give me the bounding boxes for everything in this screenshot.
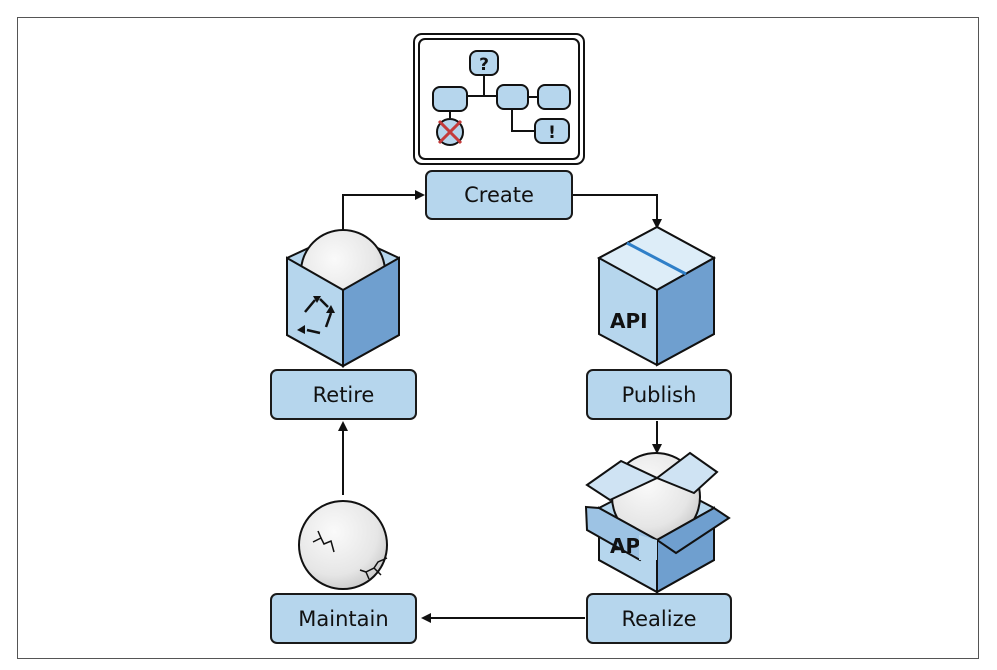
- stage-create: Create: [425, 170, 573, 220]
- connectors: [338, 190, 662, 623]
- figure-frame: [17, 17, 979, 659]
- question-mark: ?: [479, 55, 489, 75]
- api-package-icon: API: [596, 225, 717, 367]
- api-label: API: [610, 309, 648, 333]
- open-api-package-icon: API: [584, 451, 731, 594]
- exclamation-mark: !: [548, 123, 556, 143]
- recycle-arrows: [304, 298, 333, 335]
- stage-publish: Publish: [586, 369, 732, 420]
- recycle-box-icon: [286, 229, 400, 368]
- flowchart-icon: ? !: [413, 33, 585, 165]
- cracked-sphere-icon: [298, 500, 388, 590]
- arrow-create-to-publish: [573, 194, 662, 229]
- stage-realize: Realize: [586, 593, 732, 644]
- arrow-retire-to-create: [342, 190, 425, 232]
- stage-maintain: Maintain: [270, 593, 417, 644]
- stage-retire: Retire: [270, 369, 417, 420]
